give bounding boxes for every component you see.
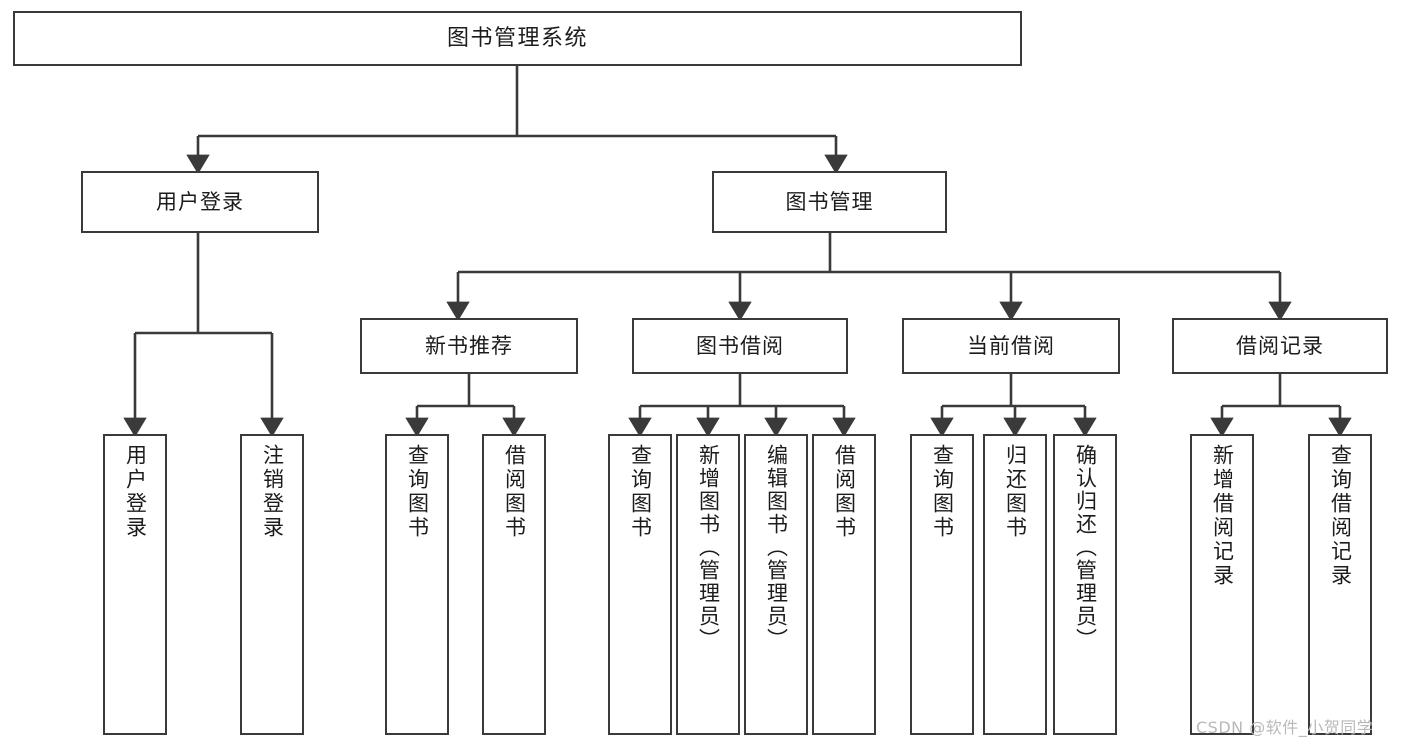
node-label: 借阅图书 (832, 444, 857, 540)
node-label: 新书推荐 (425, 333, 513, 358)
node-leaf-add-borrow-record[interactable]: 新增借阅记录 (1190, 434, 1254, 735)
node-label: 借阅图书 (502, 444, 527, 540)
node-leaf-query-book-current[interactable]: 查询图书 (910, 434, 974, 735)
node-label: 图书管理 (785, 189, 874, 214)
node-label: 用户登录 (123, 444, 148, 540)
node-current-borrow[interactable]: 当前借阅 (902, 318, 1120, 374)
node-leaf-confirm-return[interactable]: 确认归还（管理员） (1053, 434, 1117, 735)
node-new-book-recommend[interactable]: 新书推荐 (360, 318, 578, 374)
node-label: 图书管理系统 (446, 25, 588, 51)
node-label: 查询借阅记录 (1328, 444, 1353, 588)
node-label: 用户登录 (156, 189, 244, 214)
node-label: 编辑图书（管理员） (764, 444, 789, 651)
node-leaf-query-book-new[interactable]: 查询图书 (385, 434, 449, 735)
node-leaf-return-book[interactable]: 归还图书 (983, 434, 1047, 735)
node-leaf-user-login[interactable]: 用户登录 (103, 434, 167, 735)
node-label: 归还图书 (1003, 444, 1028, 540)
node-label: 新增借阅记录 (1210, 444, 1235, 588)
node-label: 当前借阅 (967, 333, 1055, 358)
node-leaf-edit-book[interactable]: 编辑图书（管理员） (744, 434, 808, 735)
node-borrow-record[interactable]: 借阅记录 (1172, 318, 1388, 374)
node-label: 确认归还（管理员） (1073, 444, 1098, 651)
node-label: 查询图书 (405, 444, 430, 540)
node-label: 查询图书 (628, 444, 653, 540)
node-leaf-borrow-book[interactable]: 借阅图书 (812, 434, 876, 735)
csdn-watermark: CSDN @软件_小贺同学 (1196, 718, 1374, 737)
node-leaf-query-borrow-record[interactable]: 查询借阅记录 (1308, 434, 1372, 735)
node-label: 借阅记录 (1236, 333, 1324, 358)
node-label: 图书借阅 (696, 333, 784, 358)
node-book-management[interactable]: 图书管理 (712, 171, 947, 233)
node-book-borrow[interactable]: 图书借阅 (632, 318, 848, 374)
node-label: 注销登录 (260, 444, 285, 540)
node-leaf-borrow-book-new[interactable]: 借阅图书 (482, 434, 546, 735)
node-leaf-logout[interactable]: 注销登录 (240, 434, 304, 735)
node-leaf-query-book-borrow[interactable]: 查询图书 (608, 434, 672, 735)
node-leaf-add-book[interactable]: 新增图书（管理员） (676, 434, 740, 735)
node-user-login[interactable]: 用户登录 (81, 171, 319, 233)
node-label: 新增图书（管理员） (696, 444, 721, 651)
node-root-system[interactable]: 图书管理系统 (13, 11, 1022, 66)
node-label: 查询图书 (930, 444, 955, 540)
